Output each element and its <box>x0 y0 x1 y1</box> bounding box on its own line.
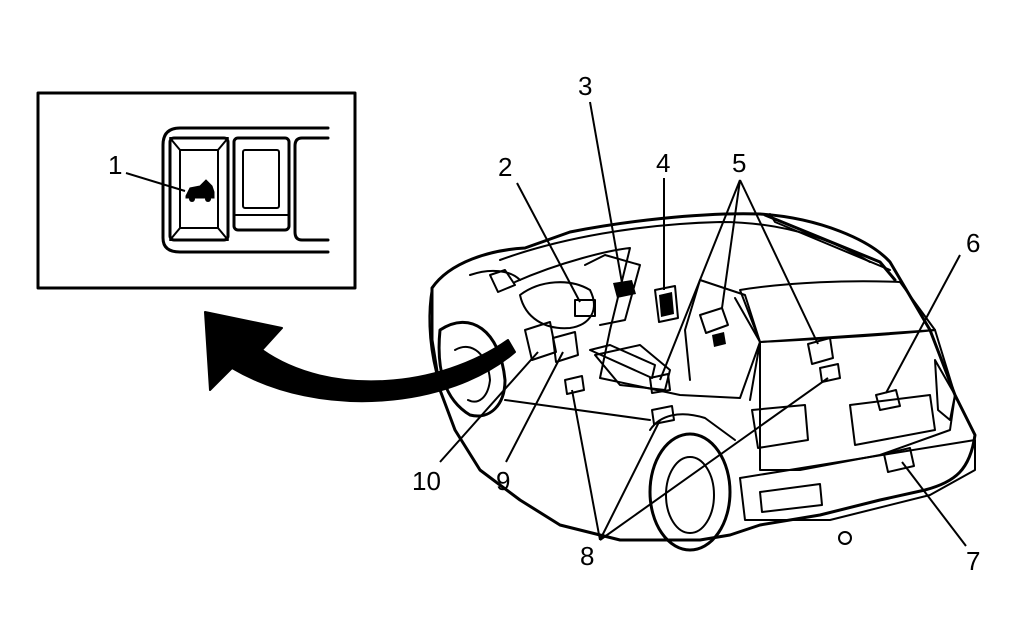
callout-7: 7 <box>966 546 980 576</box>
vehicle-illustration <box>428 212 977 552</box>
callout-9: 9 <box>496 466 510 496</box>
trunk-release-icon <box>185 179 215 202</box>
rear-wheel <box>648 432 732 552</box>
callout-8: 8 <box>580 541 594 571</box>
inset-frame <box>36 91 357 290</box>
leader-1 <box>125 172 186 192</box>
callout-2: 2 <box>498 152 512 182</box>
vehicle-body <box>430 212 977 542</box>
leader-9 <box>505 351 564 463</box>
leader-5c <box>739 179 819 345</box>
leader-10 <box>439 351 539 463</box>
roof-rack <box>763 213 897 282</box>
inset-detail: 1 <box>36 91 357 290</box>
leader-8c <box>599 377 829 541</box>
component-5-right <box>807 337 834 365</box>
tailgate <box>759 329 956 471</box>
leader-7 <box>901 461 967 547</box>
leader-8b <box>599 419 661 541</box>
rear-bumper <box>739 439 976 521</box>
callout-4: 4 <box>656 148 670 178</box>
exhaust-tip <box>838 531 852 545</box>
dashboard <box>584 254 641 326</box>
switch-panel <box>161 126 330 254</box>
component-2 <box>574 299 596 317</box>
component-8-front <box>564 375 585 395</box>
callout-1: 1 <box>108 150 122 180</box>
component-4 <box>654 285 679 323</box>
component-8-mid <box>651 405 675 425</box>
curved-arrow-icon <box>204 311 516 403</box>
steering-wheel <box>519 281 595 330</box>
component-7 <box>883 447 915 473</box>
component-6 <box>875 389 901 411</box>
license-plate-area <box>849 394 936 446</box>
callout-3: 3 <box>578 71 592 101</box>
leader-5a <box>659 179 741 381</box>
component-8-rear <box>819 363 841 383</box>
callout-10: 10 <box>412 466 441 496</box>
component-5-left <box>699 307 729 334</box>
callout-labels: 2 3 4 5 6 7 8 9 10 <box>412 71 980 576</box>
side-mirror <box>489 269 516 293</box>
callout-5: 5 <box>732 148 746 178</box>
leader-3 <box>589 101 623 284</box>
leader-8a <box>571 389 601 541</box>
center-console <box>594 344 671 391</box>
component-3 <box>613 280 636 298</box>
callout-6: 6 <box>966 228 980 258</box>
leader-5b <box>721 179 741 309</box>
component-9 <box>552 331 579 363</box>
leader-lines <box>439 101 967 547</box>
component-10 <box>524 321 557 361</box>
leader-2 <box>516 182 581 303</box>
front-wheel <box>437 320 507 418</box>
leader-6 <box>885 254 961 394</box>
